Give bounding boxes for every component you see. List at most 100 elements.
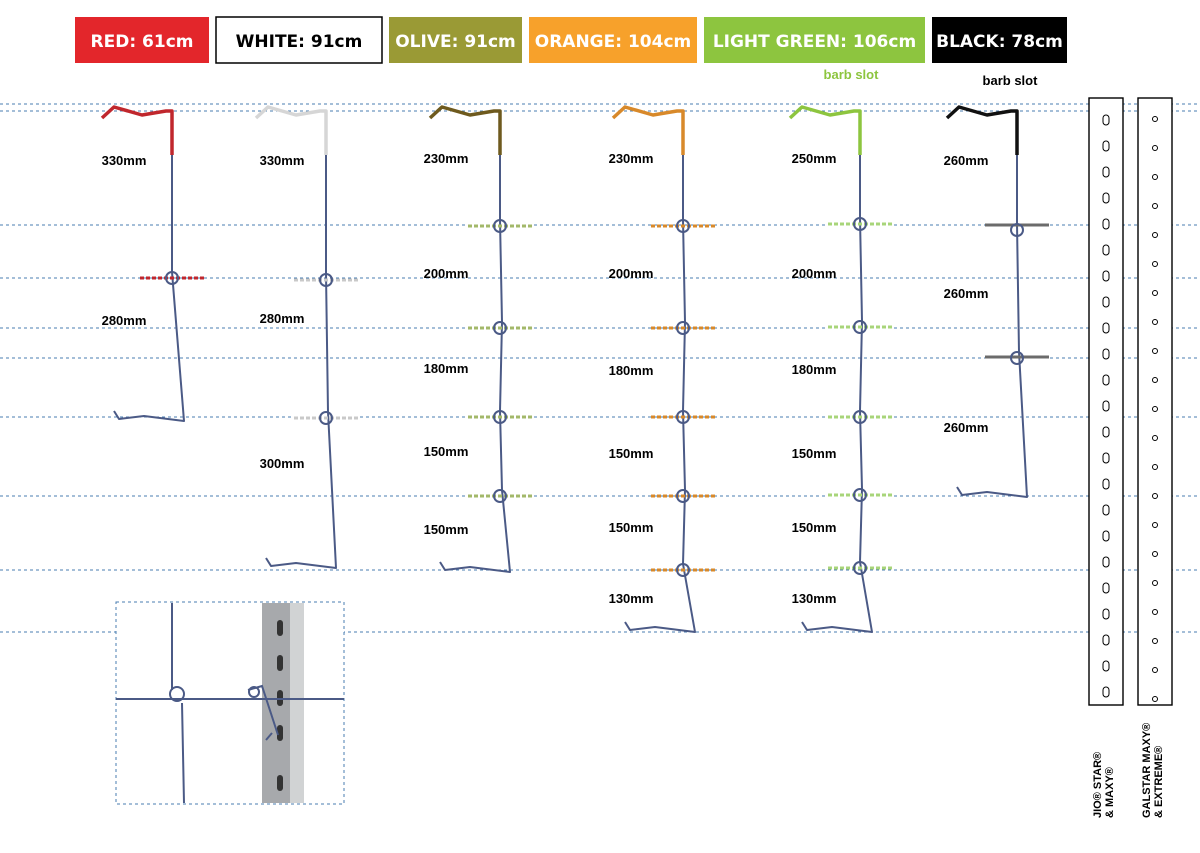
post-slot — [1102, 218, 1110, 230]
legend-chip-label: ORANGE: 104cm — [535, 32, 692, 52]
post-hole — [1152, 464, 1158, 470]
post-hole — [1152, 290, 1158, 296]
segment-length-label: 150mm — [609, 520, 654, 535]
segment-length-label: 150mm — [424, 522, 469, 537]
post-label-line1: JIO® STAR® — [1092, 752, 1104, 818]
post-hole — [1152, 145, 1158, 151]
post-slot — [1102, 504, 1110, 516]
segment-labels: 330mm280mm330mm280mm300mm230mm200mm180mm… — [102, 151, 989, 606]
inset-post-slot — [277, 725, 283, 741]
post-slot — [1102, 426, 1110, 438]
segment-length-label: 330mm — [260, 153, 305, 168]
segment-length-label: 150mm — [609, 446, 654, 461]
inset-post-slot — [277, 655, 283, 671]
inset-clip-wire — [171, 603, 185, 804]
segment-length-label: 230mm — [424, 151, 469, 166]
post-slot — [1102, 556, 1110, 568]
post-slot — [1102, 244, 1110, 256]
clip-loop — [493, 219, 507, 233]
clip-hook — [254, 105, 328, 155]
post-hole — [1152, 319, 1158, 325]
clip-loop — [319, 411, 333, 425]
legend-chip-label: BLACK: 78cm — [936, 32, 1063, 52]
barb-slot-label-green: barb slot — [824, 67, 880, 82]
post-hole — [1152, 580, 1158, 586]
legend-chip — [529, 17, 697, 63]
post-body — [1137, 97, 1173, 706]
segment-length-label: 180mm — [424, 361, 469, 376]
post-slot — [1102, 608, 1110, 620]
clip-orange — [611, 105, 715, 633]
post-hole — [1152, 551, 1158, 557]
post-hole — [1152, 638, 1158, 644]
post-hole — [1152, 493, 1158, 499]
legend-chip-label: WHITE: 91cm — [236, 32, 363, 52]
clip-loop — [853, 561, 867, 575]
inset-hook — [247, 684, 279, 741]
clip-loop — [676, 563, 690, 577]
post-hole — [1152, 261, 1158, 267]
detail-inset — [115, 601, 345, 805]
post-label-line2: & MAXY® — [1104, 767, 1116, 818]
post-slot — [1102, 634, 1110, 646]
segment-length-label: 260mm — [944, 420, 989, 435]
segment-length-label: 200mm — [792, 266, 837, 281]
clip-loop — [676, 410, 690, 424]
post-hole — [1152, 609, 1158, 615]
clip-loop — [853, 410, 867, 424]
clip-loop — [493, 321, 507, 335]
post-slot — [1102, 686, 1110, 698]
post-body — [1088, 97, 1124, 706]
clip-hook — [611, 105, 685, 155]
clip-loop — [853, 320, 867, 334]
post-hole — [1152, 348, 1158, 354]
clip-loop — [493, 410, 507, 424]
post-slot — [1102, 400, 1110, 412]
post-slot — [1102, 322, 1110, 334]
clip-drawings — [100, 105, 1049, 633]
clip-loop — [493, 489, 507, 503]
clip-wire — [113, 155, 185, 422]
legend-chip — [389, 17, 522, 63]
inset-post-slot — [277, 775, 283, 791]
post-slot — [1102, 478, 1110, 490]
post-hole — [1152, 116, 1158, 122]
post-slot — [1102, 296, 1110, 308]
clip-loop — [1010, 351, 1024, 365]
clip-red — [100, 105, 204, 422]
post-hole — [1152, 203, 1158, 209]
post-label-line2: & EXTREME® — [1153, 746, 1165, 818]
segment-length-label: 280mm — [260, 311, 305, 326]
legend-chip-label: LIGHT GREEN: 106cm — [713, 32, 916, 52]
clip-wire — [956, 155, 1028, 498]
clip-wire — [801, 155, 873, 633]
post-slot — [1102, 374, 1110, 386]
segment-length-label: 280mm — [102, 313, 147, 328]
post-hole — [1152, 174, 1158, 180]
segment-length-label: 130mm — [792, 591, 837, 606]
post-hole — [1152, 232, 1158, 238]
post-hole — [1152, 377, 1158, 383]
clip-loop — [165, 271, 179, 285]
clip-hook — [100, 105, 174, 155]
clip-loop — [676, 321, 690, 335]
clip-loop — [1010, 223, 1024, 237]
inset-post-edge — [290, 603, 304, 803]
segment-length-label: 150mm — [792, 520, 837, 535]
post-slot — [1102, 114, 1110, 126]
segment-length-label: 230mm — [609, 151, 654, 166]
legend-chip — [932, 17, 1067, 63]
segment-length-label: 300mm — [260, 456, 305, 471]
posts: JIO® STAR®& MAXY®GALSTAR MAXY®& EXTREME® — [1088, 97, 1173, 818]
clip-hook — [428, 105, 502, 155]
post-hole — [1152, 435, 1158, 441]
post-slot — [1102, 270, 1110, 282]
clip-hook — [788, 105, 862, 155]
clip-white — [254, 105, 358, 569]
segment-length-label: 180mm — [609, 363, 654, 378]
legend-chip-label: OLIVE: 91cm — [395, 32, 516, 52]
clip-black — [945, 105, 1049, 498]
clip-loop — [853, 217, 867, 231]
segment-length-label: 130mm — [609, 591, 654, 606]
